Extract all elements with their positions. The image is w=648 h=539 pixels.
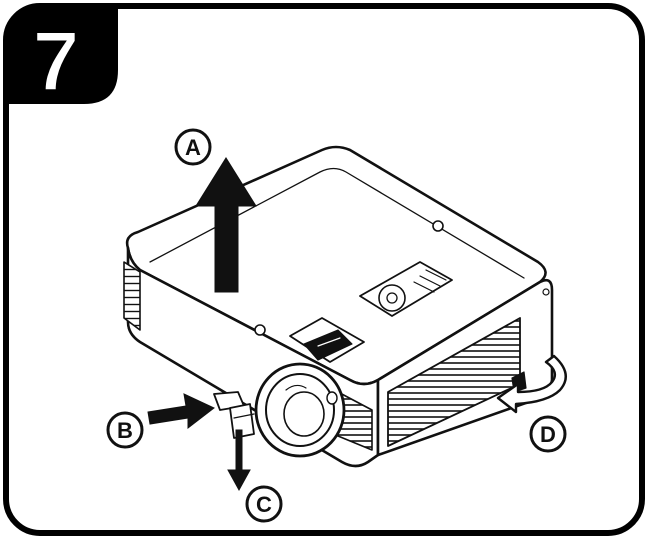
lens-glass xyxy=(283,391,325,437)
callout-d-label: D xyxy=(540,422,556,447)
callout-c: C xyxy=(245,485,283,523)
left-vent-grille xyxy=(123,261,141,331)
screw-side xyxy=(542,288,550,296)
arrow-down-icon xyxy=(227,429,251,492)
callout-a-label: A xyxy=(185,135,201,160)
callout-b-label: B xyxy=(117,418,133,443)
step-number: 7 xyxy=(33,14,80,108)
arrow-right-icon xyxy=(147,393,215,430)
top-panel-edge xyxy=(149,167,525,279)
callout-a: A xyxy=(174,128,212,166)
callout-b: B xyxy=(106,411,144,449)
screw-rear xyxy=(432,220,444,232)
screw-front xyxy=(254,324,266,336)
keypad-center xyxy=(386,292,398,304)
step-badge xyxy=(6,6,118,104)
callout-c-label: C xyxy=(256,492,272,517)
arrow-up-icon xyxy=(195,157,257,293)
rotate-arrow-icon xyxy=(496,354,567,414)
ir-sensor xyxy=(326,391,338,405)
callout-d: D xyxy=(529,415,567,453)
